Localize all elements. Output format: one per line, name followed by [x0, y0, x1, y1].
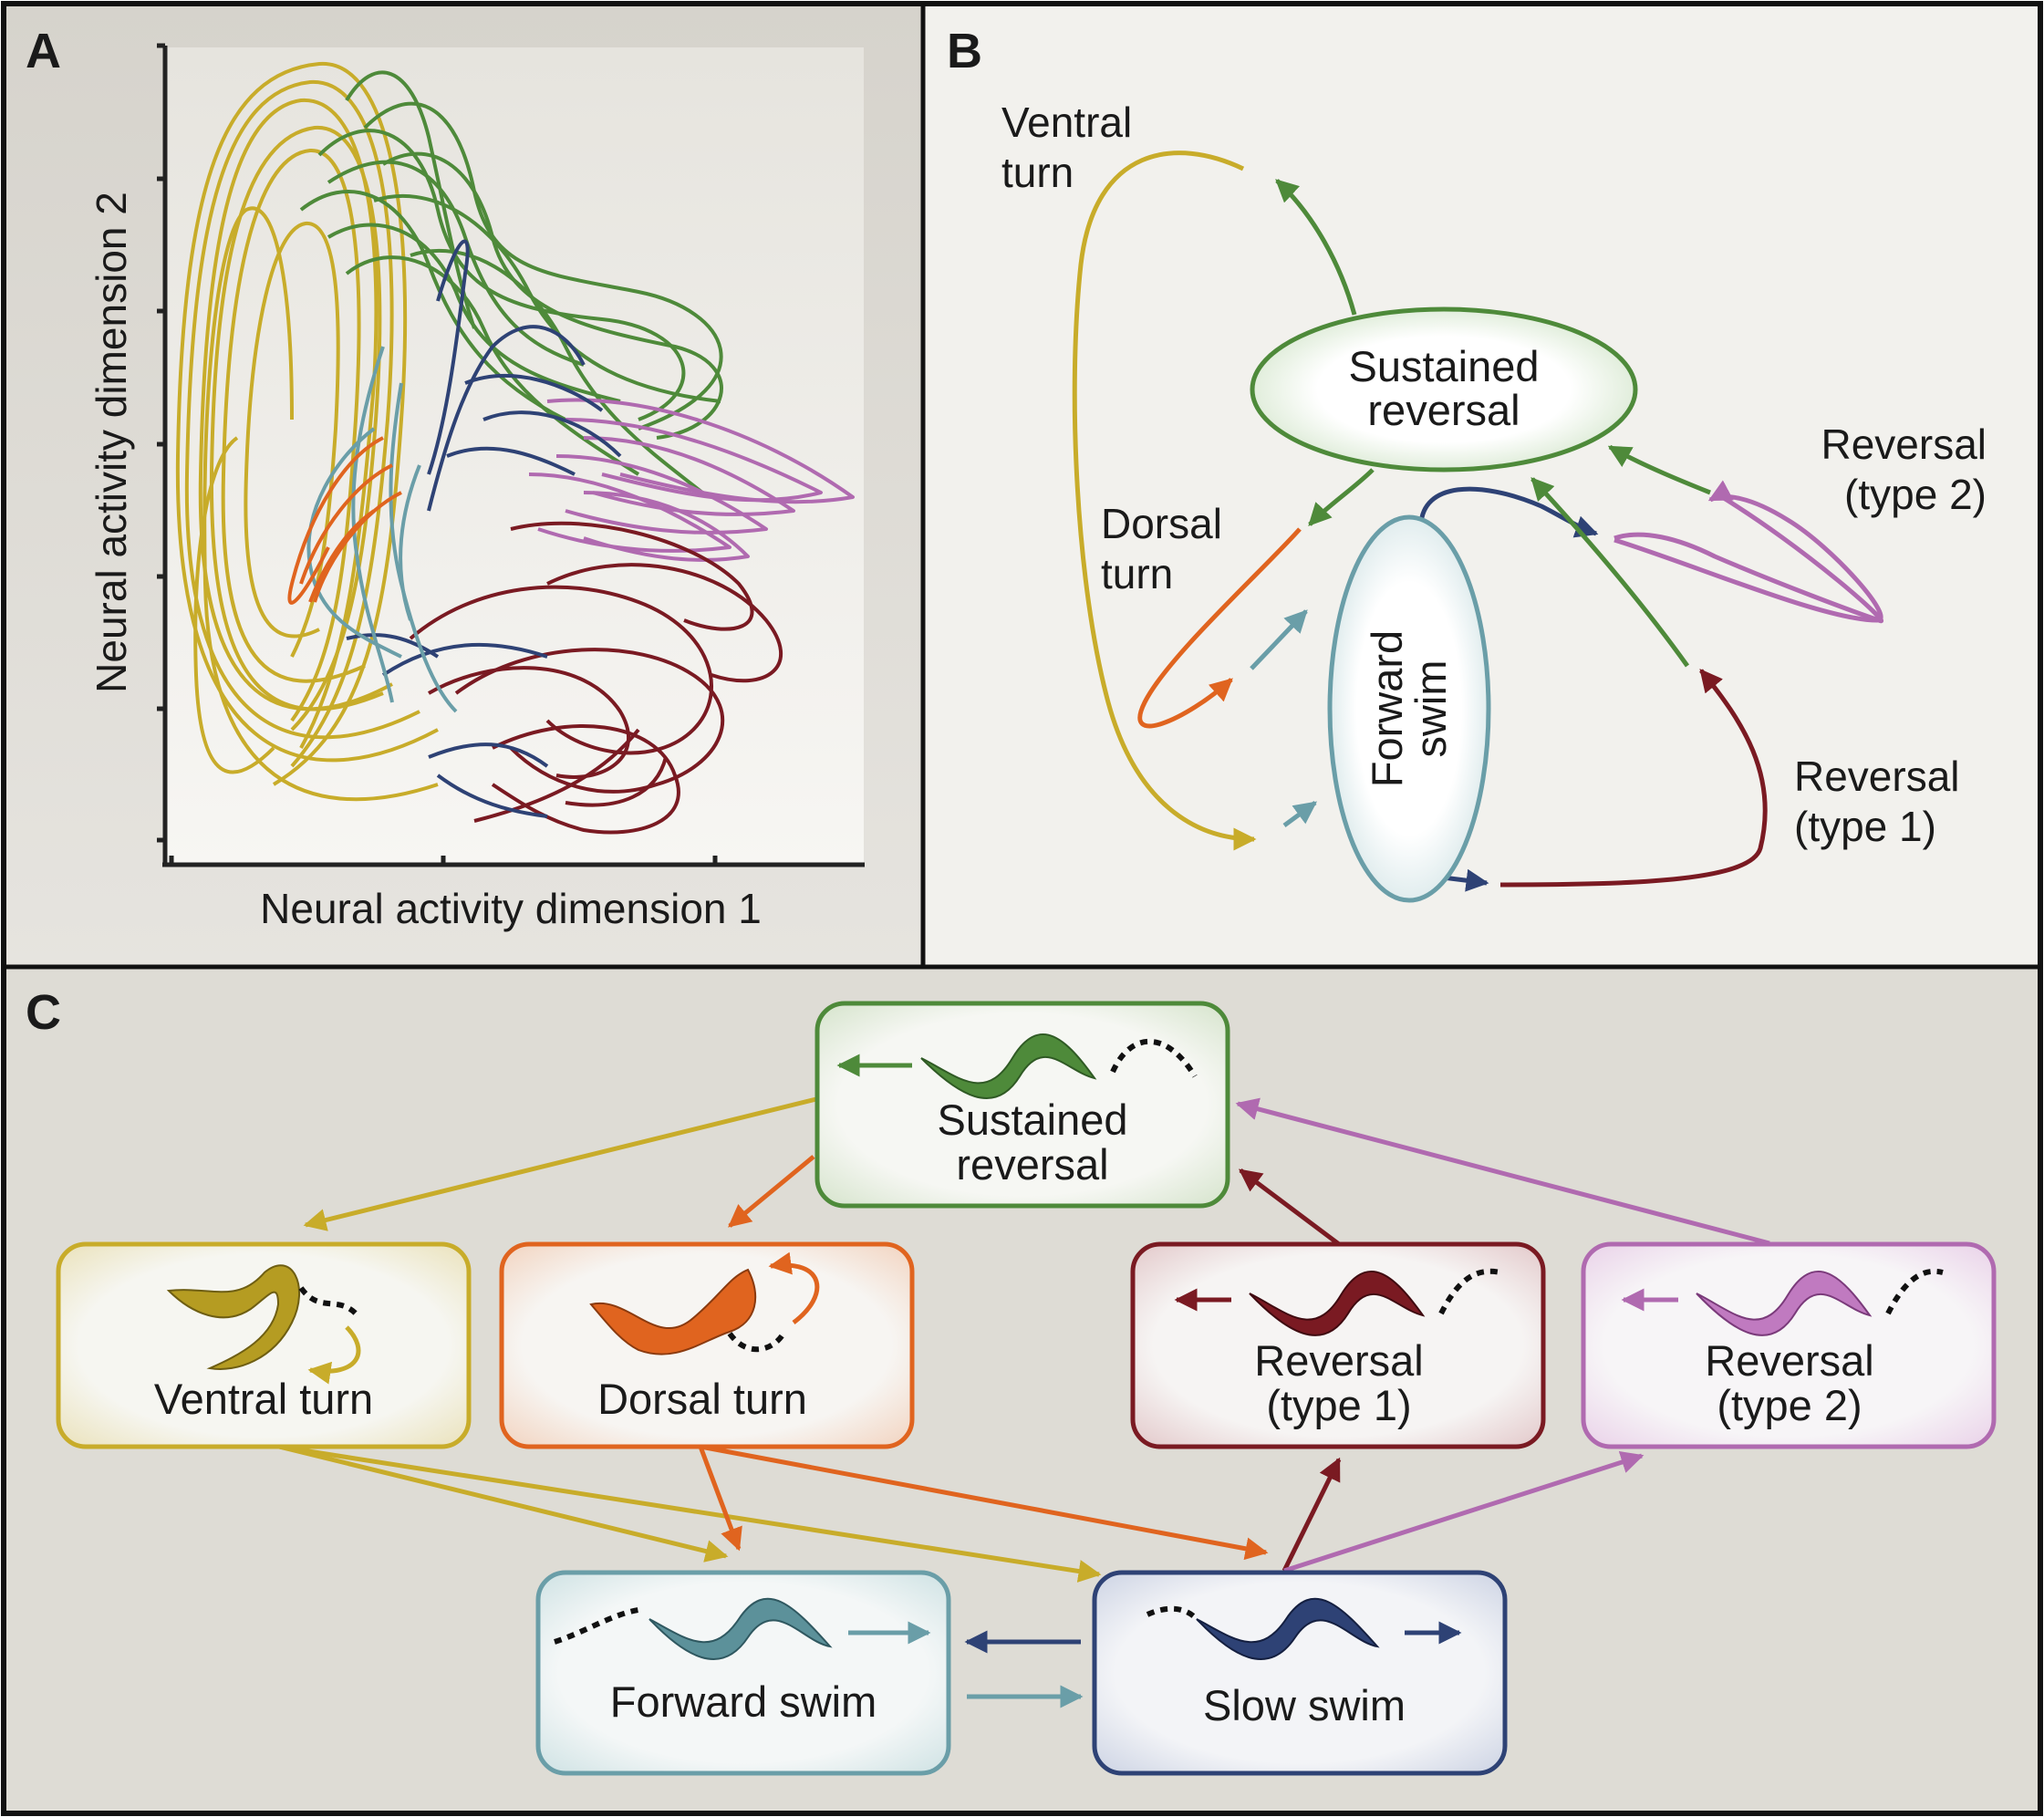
state-forward-swim: [1327, 514, 1491, 903]
node-reversal-type1: Reversal (type 1): [1130, 1241, 1546, 1449]
state-forward-label-1: Forward: [1363, 630, 1411, 787]
node-dorsal-label: Dorsal turn: [597, 1375, 807, 1423]
reversal2-label-1: Reversal: [1821, 421, 1987, 468]
trajectory-purple: [528, 398, 855, 562]
ventral-turn-label-2: turn: [1001, 149, 1074, 196]
ventral-turn-label-1: Ventral: [1001, 99, 1132, 146]
dotted-trail-icon: [1146, 1605, 1199, 1622]
node-sustained-label-1: Sustained: [937, 1095, 1127, 1144]
edge-dorsal-slow: [700, 1444, 1269, 1561]
edge-sustained-ventral: [303, 1096, 817, 1231]
node-ventral-label: Ventral turn: [154, 1375, 373, 1423]
worm-icon: [648, 1597, 833, 1660]
dotted-trail-icon: [554, 1607, 639, 1645]
trajectory-teal: [306, 346, 458, 713]
ventral-to-forward-arrow: [1282, 800, 1318, 828]
node-reversal-type2: Reversal (type 2): [1581, 1241, 1997, 1449]
node-rev2-label-1: Reversal: [1705, 1336, 1873, 1385]
edge-ventral-slow: [278, 1444, 1102, 1583]
edge-reversal1-sustained: [1239, 1168, 1341, 1246]
turn-arrow-icon: [768, 1251, 820, 1324]
reversal2-loop: [1613, 480, 1883, 623]
dorsal-turn-label-2: turn: [1101, 550, 1173, 597]
trajectory-orange: [287, 436, 402, 605]
edge-dorsal-forward: [698, 1446, 742, 1552]
state-forward-label-2: swim: [1406, 659, 1455, 757]
reversal2-to-sustained-arc: [1607, 444, 1711, 495]
panel-c-letter: C: [26, 985, 61, 1040]
worm-icon: [920, 1033, 1097, 1099]
reversal1-to-sustained-arc: [1530, 477, 1690, 668]
node-dorsal-turn: Dorsal turn: [499, 1241, 915, 1449]
x-axis-label: Neural activity dimension 1: [260, 885, 762, 932]
node-slow-swim: Slow swim: [1092, 1570, 1508, 1776]
state-sustained-label-2: reversal: [1367, 386, 1520, 434]
ventral-turn-arc: [1072, 151, 1257, 851]
panel-a: A Neural activity dimension 1 Neural act…: [26, 24, 865, 932]
worm-icon: [1249, 1270, 1426, 1336]
node-rev2-label-2: (type 2): [1717, 1381, 1862, 1429]
worm-icon: [589, 1268, 757, 1355]
state-sustained-label-1: Sustained: [1348, 342, 1539, 390]
reversal2-label-2: (type 2): [1844, 471, 1987, 518]
forward-to-reversal1-arrow: [1442, 868, 1489, 892]
reversal2-arc: [1613, 490, 1883, 624]
panel-c: C Sustained reversal Ventral turn: [26, 985, 1997, 1776]
node-rev1-label-2: (type 1): [1266, 1381, 1411, 1429]
panel-a-letter: A: [26, 24, 61, 78]
node-sustained-reversal: Sustained reversal: [814, 1001, 1230, 1209]
reversal1-label-1: Reversal: [1794, 753, 1960, 800]
dotted-trail-icon: [1438, 1268, 1501, 1315]
trajectory-green: [299, 70, 723, 494]
y-axis: [157, 43, 168, 865]
edge-ventral-forward: [278, 1444, 729, 1563]
plot-area: [167, 47, 864, 865]
panel-b: B Sustained reversal Forward swim Ventra…: [947, 24, 1987, 903]
panel-b-background: [923, 4, 2040, 967]
state-sustained-reversal: [1250, 306, 1638, 472]
dorsal-turn-arc: [1137, 527, 1302, 729]
node-slow-label: Slow swim: [1203, 1681, 1406, 1729]
panel-b-letter: B: [947, 24, 982, 78]
dorsal-turn-label-1: Dorsal: [1101, 500, 1222, 547]
dotted-trail-icon: [1110, 1038, 1198, 1078]
x-axis: [162, 856, 865, 867]
dotted-trail-icon: [298, 1286, 358, 1316]
node-sustained-label-2: reversal: [956, 1140, 1108, 1189]
turn-arrow-icon: [307, 1325, 361, 1385]
dorsal-to-forward-arrow: [1250, 609, 1308, 670]
reversal1-arc: [1499, 669, 1768, 888]
edge-slow-reversal1: [1281, 1457, 1342, 1573]
node-forward-swim: Forward swim: [535, 1570, 951, 1776]
reversal1-label-2: (type 1): [1794, 803, 1936, 850]
dotted-trail-icon: [1885, 1268, 1944, 1315]
sustained-to-ventral-arc: [1275, 179, 1357, 316]
edge-sustained-dorsal: [728, 1155, 815, 1228]
worm-icon: [1196, 1597, 1380, 1660]
worm-icon: [1696, 1270, 1873, 1336]
worm-icon: [166, 1264, 300, 1370]
node-rev1-label-1: Reversal: [1254, 1336, 1423, 1385]
edge-slow-reversal2: [1283, 1450, 1645, 1573]
y-axis-label: Neural activity dimension 2: [88, 192, 135, 693]
sustained-to-dorsal-arc: [1308, 468, 1375, 526]
trajectory-navy: [346, 239, 622, 818]
node-ventral-turn: Ventral turn: [56, 1241, 472, 1449]
edge-reversal2-sustained: [1235, 1097, 1770, 1246]
dotted-trail-icon: [727, 1330, 787, 1353]
node-forward-label: Forward swim: [610, 1677, 877, 1726]
